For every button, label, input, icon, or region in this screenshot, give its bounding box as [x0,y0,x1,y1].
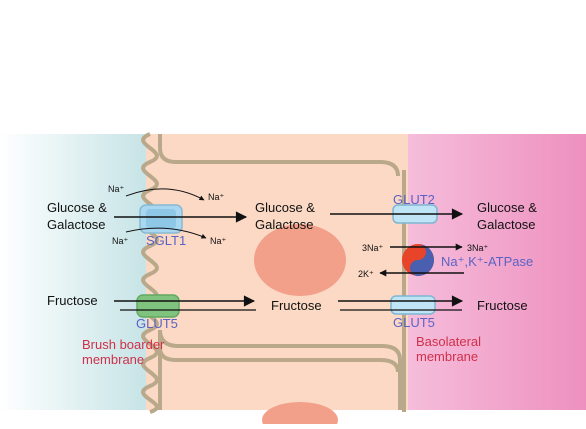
left-glucose-label-line1: Glucose & [47,200,107,215]
na-ion-bottom-right: Na⁺ [210,236,227,246]
middle-glucose-label-line1: Glucose & [255,200,315,215]
brush-border-membrane-line [141,132,159,414]
sglt1-label: SGLT1 [146,233,186,248]
glut5-basolateral-transporter [390,295,436,315]
middle-glucose-label-line2: Galactose [255,217,314,232]
left-fructose-label: Fructose [47,293,98,308]
three-na-in-label: 3Na⁺ [362,243,384,253]
brush-border-label-line1: Brush boarder [82,337,165,352]
glut2-label: GLUT2 [393,192,435,207]
lumen-region [0,134,150,410]
na-k-atpase-pump [402,244,434,276]
na-ion-top-right: Na⁺ [208,192,225,202]
right-fructose-label: Fructose [477,298,528,313]
glut5-basolateral-label: GLUT5 [393,315,435,330]
middle-fructose-label: Fructose [271,298,322,313]
nucleus-lower-cell [262,402,338,429]
basolateral-label-line1: Basolateral [416,334,481,349]
nucleus [254,224,346,296]
glut5-apical-transporter [136,294,180,318]
two-k-label: 2K⁺ [358,269,374,279]
na-ion-top-left: Na⁺ [108,184,125,194]
na-ion-bottom-left: Na⁺ [112,236,129,246]
glut5-apical-label: GLUT5 [136,316,178,331]
na-arrow-bottom [125,227,207,239]
sglt1-transporter [139,204,183,234]
upper-cell-boundary [158,134,400,177]
right-glucose-label-line1: Glucose & [477,200,537,215]
lower-cell-boundary [158,329,402,410]
right-glucose-label-line2: Galactose [477,217,536,232]
brush-border-label-line2: membrane [82,352,144,367]
atpase-label: Na⁺,K⁺-ATPase [441,254,533,269]
three-na-out-label: 3Na⁺ [467,243,489,253]
interstitial-region [400,134,586,410]
basolateral-label-line2: membrane [416,349,478,364]
na-arrow-top [125,188,205,201]
left-glucose-label-line2: Galactose [47,217,106,232]
